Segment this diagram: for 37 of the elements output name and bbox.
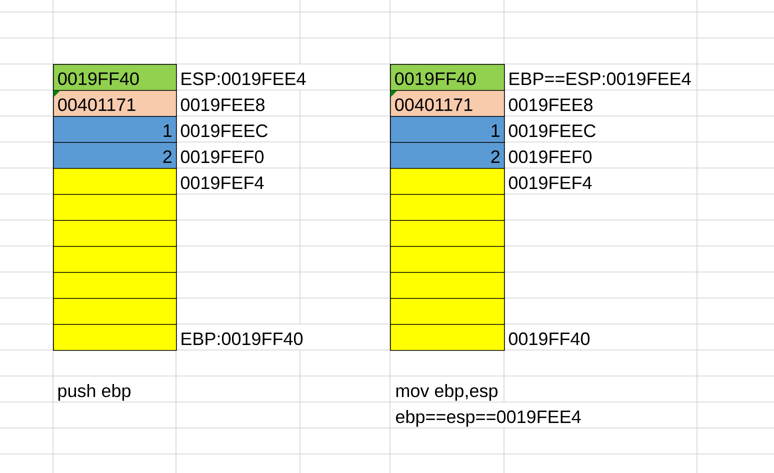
stack-cell — [53, 168, 177, 195]
stack-cell: 1 — [390, 116, 505, 143]
address-label: 0019FEF4 — [508, 176, 592, 190]
stack-cell: 2 — [390, 142, 505, 169]
stack-cell: 0019FF40 — [53, 64, 177, 91]
stack-cell — [53, 246, 177, 273]
stack-cell — [53, 220, 177, 247]
stack-cell — [390, 324, 505, 351]
stack-cell — [390, 298, 505, 325]
stack-cell: 1 — [53, 116, 177, 143]
address-label: 0019FEE8 — [180, 98, 264, 112]
address-label: 0019FEF0 — [180, 150, 264, 164]
stack-cell — [390, 168, 505, 195]
stack-cell — [390, 246, 505, 273]
address-label: 0019FEEC — [180, 124, 268, 138]
stack-cell — [53, 298, 177, 325]
address-label: 0019FEF4 — [180, 176, 264, 190]
stack-cell: 00401171 — [53, 90, 177, 117]
stack-cell: 00401171 — [390, 90, 505, 117]
code-text: ebp==esp==0019FEE4 — [396, 410, 581, 427]
stack-cell — [390, 194, 505, 221]
address-label: ESP:0019FEE4 — [182, 72, 306, 86]
stack-cell — [53, 194, 177, 221]
code-text: mov ebp,esp — [396, 384, 498, 401]
stack-cell — [53, 272, 177, 299]
address-label: EBP==ESP:0019FEE4 — [510, 72, 691, 86]
stack-cell: 2 — [53, 142, 177, 169]
address-label: EBP:0019FF40 — [182, 332, 303, 346]
address-label: 0019FEF0 — [508, 150, 592, 164]
address-label: 0019FF40 — [508, 332, 590, 346]
code-text: push ebp — [58, 384, 130, 401]
stack-cell — [53, 324, 177, 351]
stack-cell — [390, 220, 505, 247]
address-label: 0019FEEC — [508, 124, 596, 138]
address-label: 0019FEE8 — [508, 98, 592, 112]
stack-cell — [390, 272, 505, 299]
stack-cell: 0019FF40 — [390, 64, 505, 91]
